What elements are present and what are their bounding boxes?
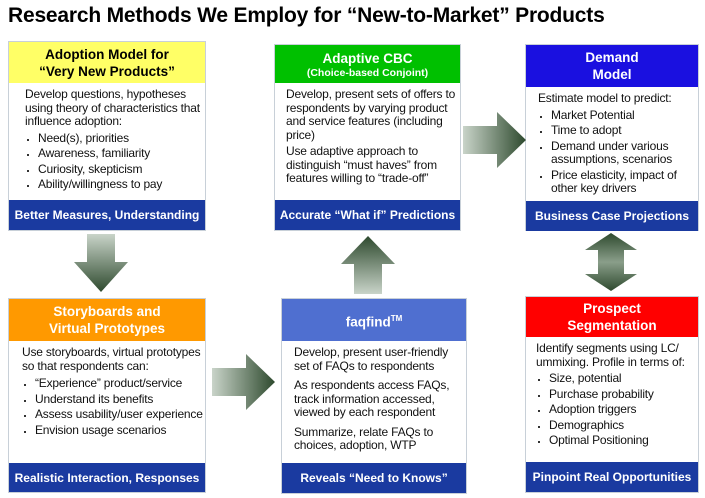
box-header: faqfindTM bbox=[282, 299, 466, 341]
body-paragraph: Develop, present sets of offers to respo… bbox=[286, 87, 456, 142]
bullet-item: Size, potential bbox=[536, 371, 695, 386]
header-line: Prospect bbox=[583, 300, 641, 317]
bullet-item: “Experience” product/service bbox=[22, 376, 202, 391]
bullet-item: Time to adopt bbox=[538, 123, 694, 138]
bullet-item: Need(s), priorities bbox=[25, 131, 201, 146]
arrow-right-icon bbox=[212, 354, 275, 410]
box-body: Identify segments using LC/ ummixing. Pr… bbox=[526, 337, 698, 462]
arrow-up-icon bbox=[341, 236, 395, 294]
body-paragraph: Develop, present user-friendly set of FA… bbox=[294, 345, 449, 373]
header-line: Virtual Prototypes bbox=[49, 320, 165, 337]
header-line: “Very New Products” bbox=[39, 63, 175, 80]
bullet-item: Market Potential bbox=[538, 108, 694, 123]
body-paragraph: Use adaptive approach to distinguish “mu… bbox=[286, 144, 437, 185]
box-footer: Realistic Interaction, Responses bbox=[9, 463, 205, 492]
header-text: Storyboards and bbox=[53, 304, 161, 319]
bullet-item: Awareness, familiarity bbox=[25, 146, 201, 161]
header-line: faqfindTM bbox=[346, 310, 403, 331]
body-paragraph: Use storyboards, virtual prototypes so t… bbox=[22, 345, 201, 373]
bullet-item: Curiosity, skepticism bbox=[25, 162, 201, 177]
header-subtitle: (Choice-based Conjoint) bbox=[306, 66, 429, 79]
box-header: Adoption Model for“Very New Products” bbox=[9, 42, 205, 83]
header-text: “Very New Products” bbox=[39, 63, 175, 79]
box-body: Develop, present sets of offers to respo… bbox=[275, 83, 460, 200]
bullet-item: Adoption triggers bbox=[536, 402, 695, 417]
double-arrow-icon bbox=[585, 233, 637, 291]
trademark-mark: TM bbox=[390, 313, 403, 323]
header-text: Demand bbox=[585, 50, 639, 65]
header-text: Model bbox=[592, 67, 632, 82]
header-text: faqfind bbox=[345, 314, 391, 330]
box-body: Develop questions, hypotheses using theo… bbox=[9, 83, 205, 200]
box-body: Estimate model to predict: Market Potenti… bbox=[526, 87, 698, 201]
header-text: Virtual Prototypes bbox=[48, 321, 166, 336]
header-line: Segmentation bbox=[567, 317, 656, 334]
box-header: Adaptive CBC(Choice-based Conjoint) bbox=[275, 45, 460, 83]
bullet-item: Price elasticity, impact of other key dr… bbox=[538, 168, 694, 196]
arrow-right-icon bbox=[463, 112, 526, 168]
bullet-item: Demand under various assumptions, scenar… bbox=[538, 139, 694, 167]
box-footer: Pinpoint Real Opportunities bbox=[526, 462, 698, 492]
header-line: Storyboards and bbox=[53, 303, 160, 320]
box-footer: Reveals “Need to Knows” bbox=[282, 463, 466, 493]
box-body: Develop, present user-friendly set of FA… bbox=[282, 341, 466, 463]
bullet-item: Understand its benefits bbox=[22, 392, 202, 407]
header-text: Adaptive CBC bbox=[322, 50, 413, 66]
method-box-adoption-model: Adoption Model for“Very New Products”Dev… bbox=[8, 41, 206, 231]
bullet-item: Ability/willingness to pay bbox=[25, 177, 201, 192]
page-title: Research Methods We Employ for “New-to-M… bbox=[8, 4, 605, 27]
box-footer: Business Case Projections bbox=[526, 200, 698, 231]
body-paragraph: Develop questions, hypotheses using theo… bbox=[25, 87, 200, 128]
bullet-item: Demographics bbox=[536, 418, 695, 433]
body-paragraph: Identify segments using LC/ ummixing. Pr… bbox=[536, 341, 685, 369]
box-footer: Better Measures, Understanding bbox=[9, 200, 205, 230]
method-box-adaptive-cbc: Adaptive CBC(Choice-based Conjoint) Devel… bbox=[274, 44, 461, 231]
bullet-item: Optimal Positioning bbox=[536, 433, 695, 448]
body-paragraph: Summarize, relate FAQs to choices, adopt… bbox=[294, 424, 434, 452]
bullet-item: Assess usability/user experience bbox=[22, 407, 203, 422]
body-paragraph: Estimate model to predict: bbox=[538, 91, 672, 105]
body-paragraph: As respondents access FAQs, track inform… bbox=[294, 378, 450, 419]
header-text: Prospect bbox=[583, 301, 641, 316]
bullet-item: Purchase probability bbox=[536, 387, 695, 402]
box-body: Use storyboards, virtual prototypes so t… bbox=[9, 341, 205, 463]
header-text: Adoption Model for bbox=[45, 46, 169, 62]
header-text: Segmentation bbox=[567, 318, 657, 333]
header-line: Adoption Model for bbox=[45, 46, 169, 63]
header-line: Model bbox=[593, 66, 632, 83]
header-line: Adaptive CBC bbox=[322, 50, 412, 67]
arrow-down-icon bbox=[74, 234, 128, 292]
method-box-faqfind: faqfindTM Develop, present user-friendly … bbox=[281, 298, 467, 494]
header-line: Demand bbox=[585, 49, 638, 66]
box-footer: Accurate “What if” Predictions bbox=[275, 200, 460, 230]
bullet-item: Envision usage scenarios bbox=[22, 423, 202, 438]
